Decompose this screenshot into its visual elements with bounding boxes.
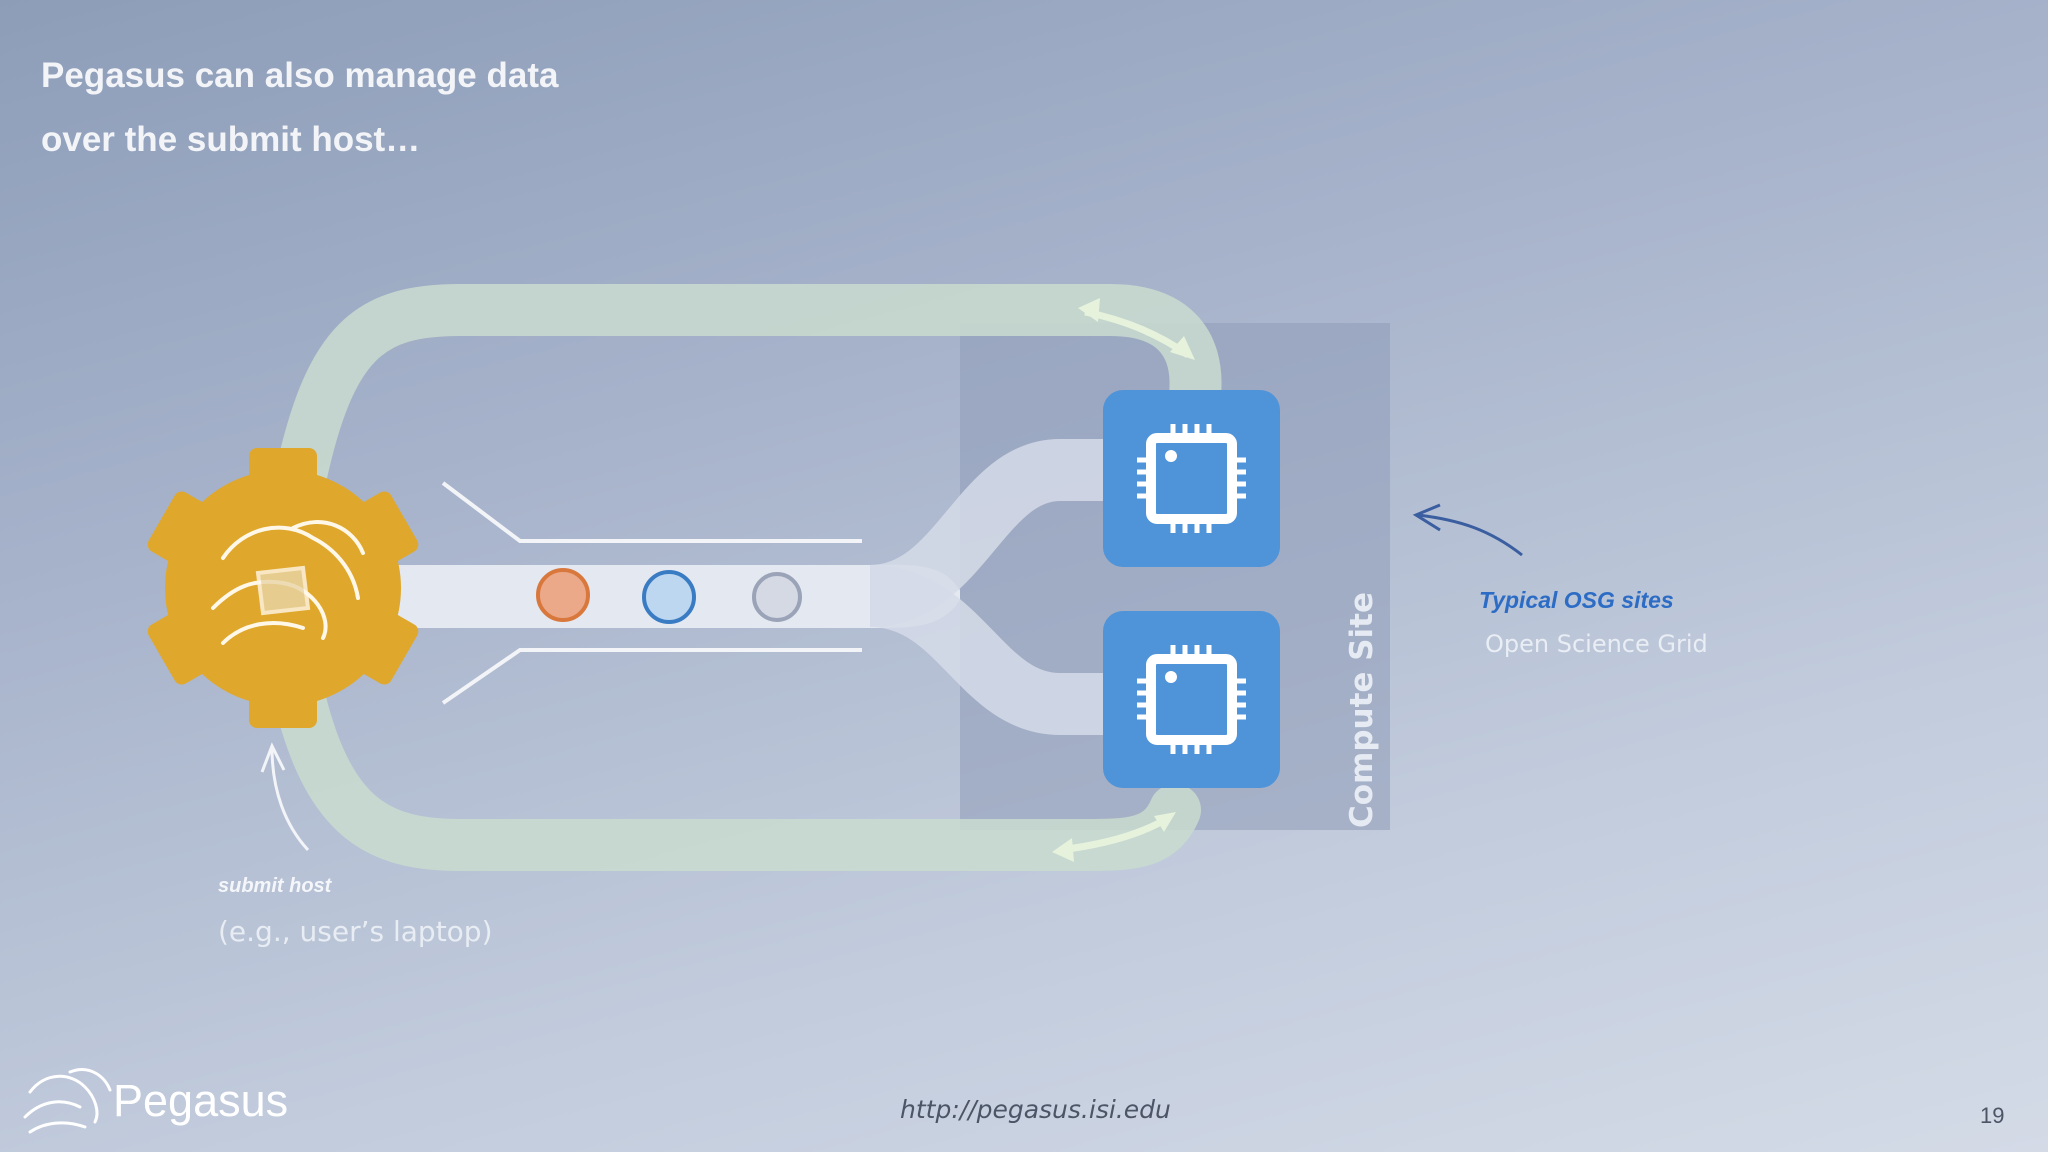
data-item-gray <box>752 572 802 622</box>
funnel-line-bottom <box>441 648 862 705</box>
compute-site-text: Compute Site <box>1344 591 1380 829</box>
submit-host-label: submit host <box>218 875 332 897</box>
submit-host-pointer-arrow-icon <box>270 747 310 852</box>
osg-sites-sublabel: Open Science Grid <box>1485 630 1708 658</box>
slide-title-line-1: Pegasus can also manage data <box>41 56 559 95</box>
submit-host-sublabel: (e.g., user’s laptop) <box>218 915 493 948</box>
footer-logo-text: Pegasus <box>113 1075 289 1126</box>
slide-title-line-2: over the submit host… <box>41 120 421 159</box>
funnel-line-top <box>441 481 862 543</box>
pegasus-gear-icon <box>147 448 419 728</box>
osg-sites-label: Typical OSG sites <box>1479 587 1674 613</box>
pegasus-logo-icon <box>23 1068 112 1134</box>
footer-url-link[interactable]: http://pegasus.isi.edu <box>900 1095 1171 1124</box>
cpu-chip-icon <box>1103 611 1280 788</box>
branch-pipe-lower <box>868 565 1110 735</box>
data-item-orange <box>536 568 590 622</box>
cpu-chip-icon <box>1103 390 1280 567</box>
slide-title: Pegasus can also manage data over the su… <box>41 44 941 172</box>
data-item-blue <box>642 570 696 624</box>
osg-pointer-arrow-icon <box>1417 513 1523 557</box>
page-number: 19 <box>1980 1103 2005 1128</box>
